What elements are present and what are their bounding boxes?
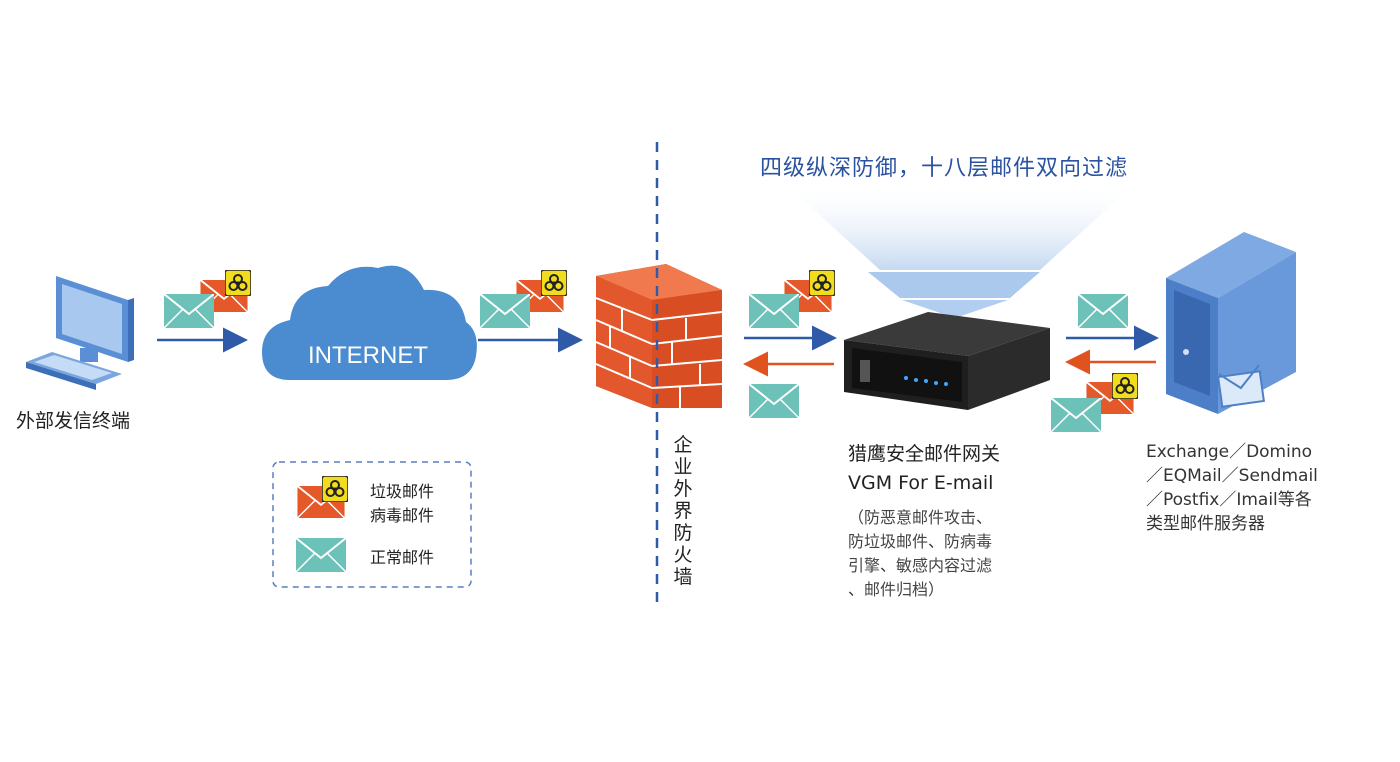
gateway-device-icon — [844, 312, 1050, 410]
gateway-desc-line3: 引擎、敏感内容过滤 — [848, 556, 993, 575]
gateway-desc-line4: 、邮件归档） — [848, 580, 945, 599]
cloud-icon — [262, 265, 477, 380]
legend-normal-symbol — [296, 538, 346, 572]
legend-box — [272, 461, 472, 588]
mail-group-sender — [164, 270, 251, 328]
firewall-icon — [595, 264, 723, 408]
headline: 四级纵深防御，十八层邮件双向过滤 — [760, 156, 1129, 181]
legend-spam-line2: 病毒邮件 — [370, 506, 435, 525]
gateway-name-line2: VGM For E-mail — [848, 472, 994, 494]
legend-spam-label: 垃圾邮件 病毒邮件 — [370, 480, 434, 528]
mail-server-icon — [1166, 232, 1296, 414]
server-line2: ／EQMail／Sendmail — [1146, 466, 1318, 486]
legend-spam-line1: 垃圾邮件 — [370, 482, 435, 501]
gateway-name-line1: 猎鹰安全邮件网关 — [848, 443, 1001, 465]
defense-beam — [790, 188, 1130, 318]
server-line3: ／Postfix／Imail等各 — [1146, 490, 1312, 510]
legend-normal-label: 正常邮件 — [370, 548, 435, 567]
gateway-desc-line1: （防恶意邮件攻击、 — [848, 508, 993, 527]
server-line1: Exchange／Domino — [1146, 442, 1313, 462]
sender-label: 外部发信终端 — [16, 410, 131, 432]
cloud-label: INTERNET — [308, 342, 428, 369]
gateway-name: 猎鹰安全邮件网关 VGM For E-mail — [848, 440, 1000, 498]
server-line4: 类型邮件服务器 — [1146, 514, 1265, 534]
mail-group-firewall — [749, 270, 835, 418]
gateway-desc-line2: 防垃圾邮件、防病毒 — [848, 532, 993, 551]
server-label: Exchange／Domino ／EQMail／Sendmail ／Postfi… — [1146, 440, 1318, 536]
gateway-description: （防恶意邮件攻击、 防垃圾邮件、防病毒 引擎、敏感内容过滤 、邮件归档） — [848, 506, 992, 602]
mail-group-internet — [480, 270, 567, 328]
computer-icon — [26, 276, 134, 390]
firewall-label: 企业外界防火墙 — [673, 434, 693, 588]
legend-spam-symbol — [296, 476, 348, 518]
